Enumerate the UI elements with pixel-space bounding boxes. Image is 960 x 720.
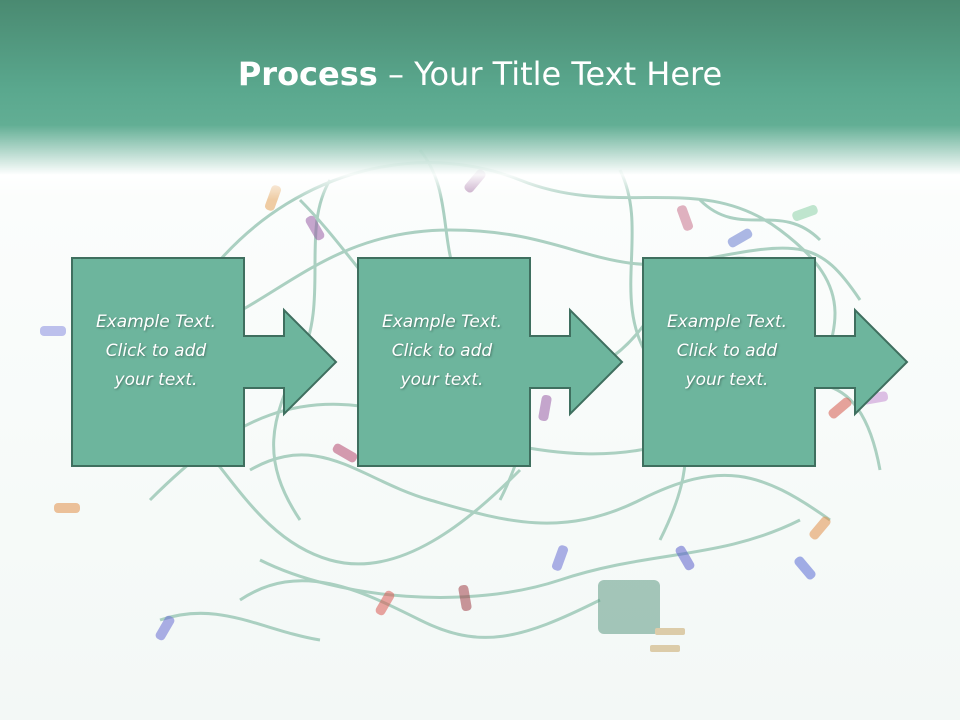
step-text[interactable]: Example Text. Click to add your text. [80,308,232,395]
arrow-box-shape [357,257,624,467]
header-band [0,0,960,200]
process-step-1[interactable]: Example Text. Click to add your text. [70,256,342,468]
step-text-line-1: Example Text. [666,312,788,332]
step-text-line-2: Click to add [391,341,493,361]
step-text[interactable]: Example Text. Click to add your text. [366,308,518,395]
step-text[interactable]: Example Text. Click to add your text. [651,308,803,395]
step-text-line-2: Click to add [105,341,207,361]
arrow-box-shape [71,257,338,467]
process-step-3[interactable]: Example Text. Click to add your text. [641,256,913,468]
step-text-line-1: Example Text. [381,312,503,332]
step-text-line-3: your text. [114,370,198,390]
step-text-line-1: Example Text. [95,312,217,332]
step-text-line-2: Click to add [676,341,778,361]
step-text-line-3: your text. [685,370,769,390]
slide-title-rest: – Your Title Text Here [377,55,723,93]
arrow-box-shape [642,257,909,467]
process-step-2[interactable]: Example Text. Click to add your text. [356,256,628,468]
slide-title-strong: Process [237,55,378,93]
step-text-line-3: your text. [400,370,484,390]
slide-title[interactable]: Process – Your Title Text Here [0,52,960,96]
